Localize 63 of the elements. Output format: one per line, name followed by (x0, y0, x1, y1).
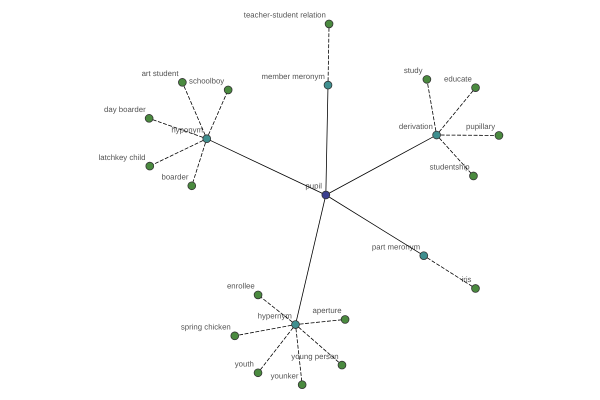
node-circle (470, 83, 480, 92)
connector (438, 90, 473, 132)
connector (210, 140, 322, 194)
node-circle (297, 380, 306, 389)
node-circle (418, 251, 428, 260)
connector (260, 327, 293, 370)
connector (260, 297, 292, 322)
node-circle (468, 172, 478, 180)
node-label: aperture (312, 306, 342, 316)
node-label: boarder (160, 172, 188, 182)
node-label: youth (234, 360, 254, 368)
connector (298, 319, 342, 324)
node-label: member meronym (260, 72, 324, 81)
node-label: educate (444, 74, 472, 84)
node-circle (253, 368, 262, 378)
connector (192, 142, 206, 182)
connector (298, 326, 339, 363)
connector (328, 196, 420, 254)
node-circle (323, 80, 332, 90)
connector (325, 88, 328, 192)
node-circle (202, 134, 211, 144)
node-circle (432, 130, 440, 140)
connector (295, 328, 302, 382)
node-circle (223, 86, 232, 94)
node-label: iris (461, 275, 471, 284)
connector (327, 28, 329, 82)
node-circle (290, 320, 300, 329)
node-label: studentship (429, 162, 470, 172)
node-circle (230, 332, 239, 340)
connector (296, 198, 325, 321)
node-circle (144, 114, 153, 123)
node-circle (340, 315, 349, 324)
connector (208, 93, 226, 136)
node-label: spring chicken (180, 322, 230, 332)
node-circle (337, 360, 346, 370)
node-label: day boarder (104, 105, 146, 114)
connector (328, 136, 433, 194)
node-label: derivation (398, 122, 432, 131)
node-label: young person (290, 352, 338, 361)
node-circle (253, 290, 262, 300)
node-circle (321, 190, 330, 200)
node-circle (494, 131, 503, 140)
node-circle (470, 284, 480, 293)
node-label: art student (141, 69, 178, 78)
node-label: pupillary (466, 122, 495, 132)
connector (238, 324, 292, 336)
node-circle (144, 162, 154, 170)
node-circle (186, 181, 196, 190)
node-label: teacher-student relation (243, 10, 326, 20)
connector (152, 140, 203, 165)
node-circle (178, 78, 186, 87)
node-circle (324, 20, 333, 28)
node-label: schoolboy (188, 76, 224, 86)
node-circle (422, 75, 431, 84)
node-label: study (403, 66, 422, 76)
connector (426, 82, 436, 132)
connector (440, 134, 495, 136)
node-label: younker (270, 371, 298, 380)
node-label: latchkey child (98, 152, 145, 162)
node-label: hypernym (257, 311, 292, 320)
node-label: enrollee (226, 282, 254, 291)
connector (426, 257, 472, 287)
connector (438, 138, 471, 174)
